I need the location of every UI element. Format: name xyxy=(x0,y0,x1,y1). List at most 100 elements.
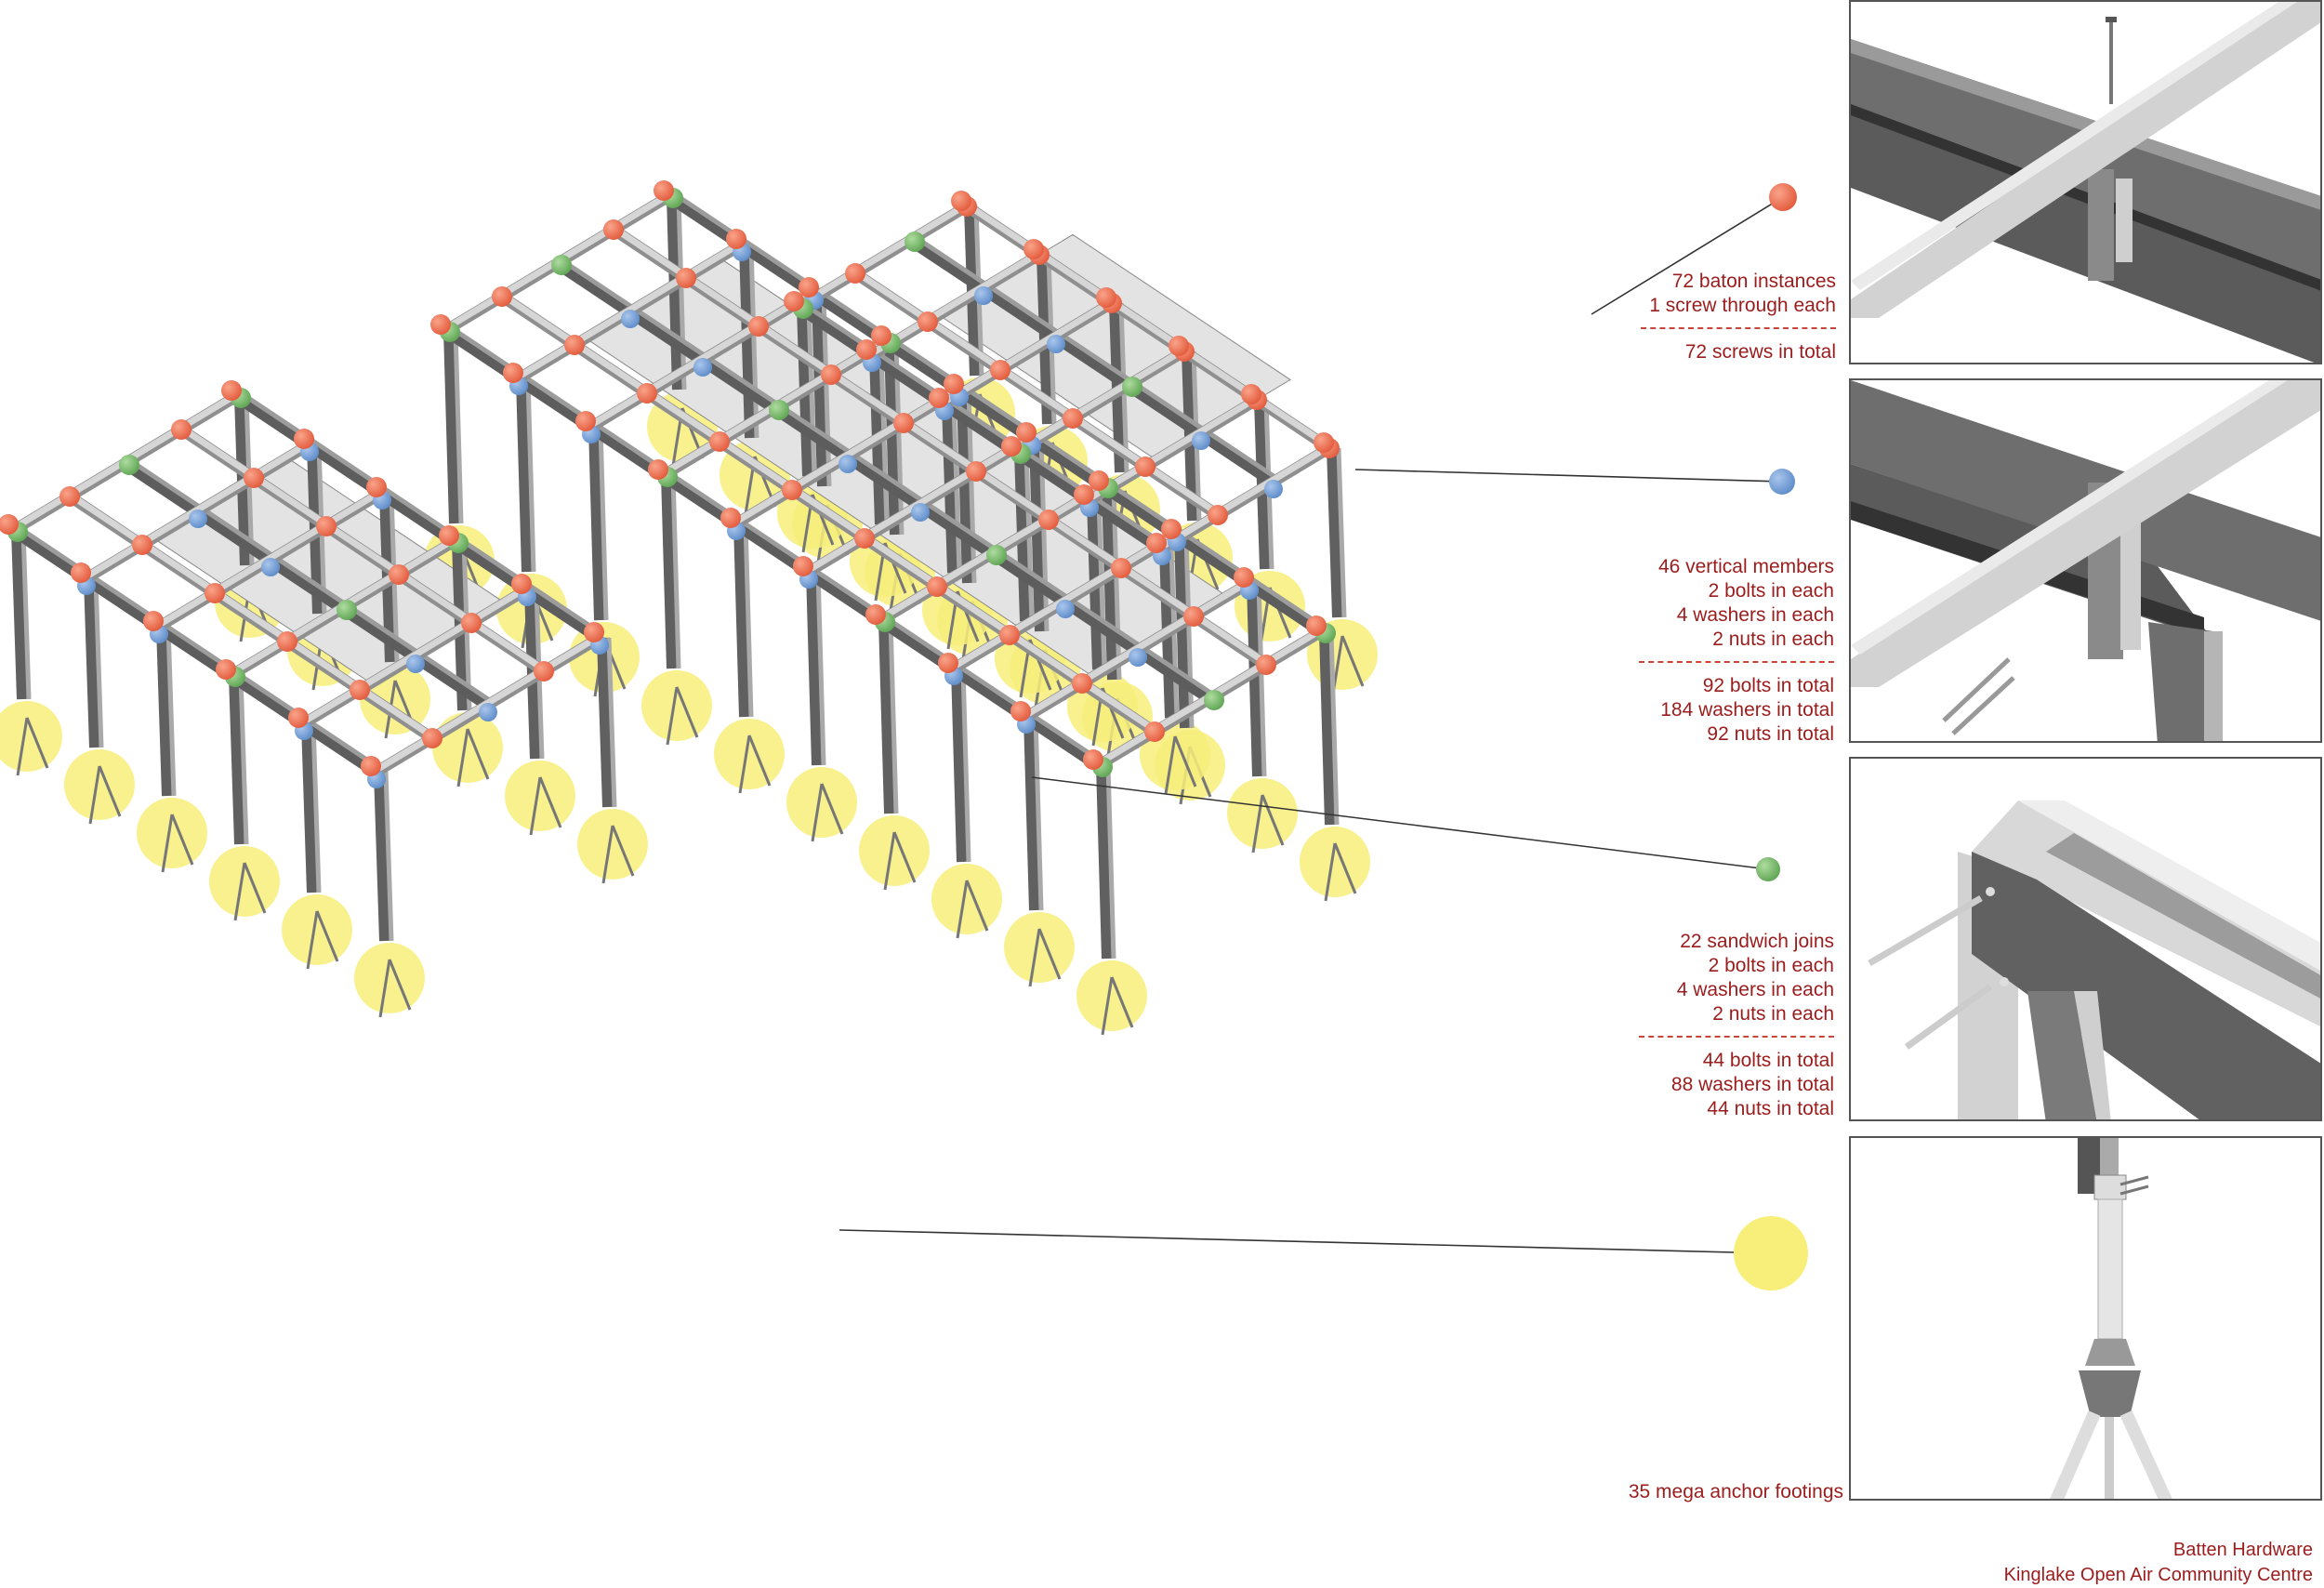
baton-marker xyxy=(534,661,554,682)
footing-marker xyxy=(354,943,425,1013)
post-edge xyxy=(598,426,609,621)
legend-baton: 72 baton instances 1 screw through each … xyxy=(1446,270,1836,364)
main-beam xyxy=(122,457,492,710)
legend-footing: 35 mega anchor footings xyxy=(1453,1480,1843,1504)
post xyxy=(878,619,897,814)
baton-marker xyxy=(439,525,459,546)
cross-batten-highlight xyxy=(798,201,969,309)
footing-marker xyxy=(137,798,207,868)
baton-marker xyxy=(944,374,964,394)
post-edge xyxy=(20,529,32,700)
footing-leg xyxy=(529,776,542,836)
baton-marker xyxy=(564,335,585,355)
footing-leg xyxy=(98,765,122,817)
footing-marker xyxy=(282,894,352,965)
legend-dot-vertical xyxy=(1769,469,1795,495)
sandwich-marker xyxy=(337,600,357,620)
baton-marker xyxy=(603,219,624,240)
baton-marker xyxy=(999,625,1020,645)
vertical-marker xyxy=(1264,480,1283,498)
baton-marker xyxy=(71,562,91,583)
post xyxy=(301,722,320,893)
vertical-marker xyxy=(1192,431,1210,450)
post xyxy=(1023,716,1042,911)
baton-marker xyxy=(205,583,225,603)
baton-marker xyxy=(294,429,314,449)
main-beam xyxy=(907,234,1277,487)
post-edge xyxy=(1336,447,1347,618)
legend-sandwich-total-2: 88 washers in total xyxy=(1670,1074,1834,1095)
baton-marker xyxy=(784,291,804,311)
detail-panel-anchor-footing xyxy=(1849,1136,2322,1501)
legend-sandwich-line-1: 22 sandwich joins xyxy=(1680,931,1834,952)
post-edge xyxy=(888,619,899,814)
main-beam-edge xyxy=(667,188,1324,629)
baton-marker xyxy=(938,653,958,673)
footing-marker xyxy=(1004,912,1075,983)
post-edge xyxy=(93,577,104,748)
footing-marker xyxy=(641,670,712,741)
cross-batten-highlight xyxy=(870,249,1041,357)
legend-baton-line-1: 72 baton instances xyxy=(1671,271,1836,292)
joint-markers-layer xyxy=(0,180,1340,788)
footer-title: Batten Hardware xyxy=(2172,1540,2313,1560)
post-edge xyxy=(1256,582,1267,777)
baton-marker xyxy=(389,564,409,585)
footing-leg xyxy=(1251,794,1264,854)
legend-baton-line-2: 1 screw through each xyxy=(1649,295,1836,316)
legend-sandwich: 22 sandwich joins 2 bolts in each 4 wash… xyxy=(1444,930,1834,1121)
vertical-marker xyxy=(261,558,280,576)
legend-baton-total-1: 72 screws in total xyxy=(1684,341,1836,363)
baton-marker xyxy=(171,419,191,440)
baton-marker xyxy=(1169,336,1189,356)
post xyxy=(661,474,680,669)
baton-marker xyxy=(143,611,164,631)
baton-marker xyxy=(1256,655,1276,675)
long-batten-highlight xyxy=(500,292,1156,733)
vertical-marker xyxy=(1056,600,1075,618)
baton-marker xyxy=(1111,558,1131,578)
separator xyxy=(1639,1036,1834,1038)
detail-panel-vertical-bolts xyxy=(1849,378,2322,743)
post-edge xyxy=(1105,764,1116,959)
post xyxy=(229,674,247,845)
footing-leg xyxy=(811,783,824,842)
post-edge xyxy=(383,771,394,942)
baton-marker xyxy=(782,480,802,500)
baton-marker xyxy=(59,486,80,507)
footing-leg xyxy=(965,880,989,932)
baton-marker xyxy=(1063,408,1083,429)
baton-marker xyxy=(132,535,152,555)
footing-marker xyxy=(931,864,1002,934)
baton-marker xyxy=(927,576,947,597)
footing-marker xyxy=(0,701,62,772)
post xyxy=(443,329,462,524)
sandwich-join-illustration xyxy=(1868,801,2320,1119)
baton-marker xyxy=(461,613,482,633)
legend-vertical-total-3: 92 nuts in total xyxy=(1707,723,1834,745)
baton-marker xyxy=(1234,567,1254,588)
detail-panel-baton-screw xyxy=(1849,0,2322,364)
main-beam-edge xyxy=(124,455,490,702)
footing-leg xyxy=(1261,794,1285,846)
sandwich-marker xyxy=(986,545,1007,565)
footing-leg xyxy=(1164,735,1177,795)
post-edge xyxy=(960,668,971,863)
baton-marker xyxy=(871,325,891,346)
post-edge xyxy=(165,626,177,797)
legend-dot-footing xyxy=(1734,1216,1808,1290)
main-beam-edge xyxy=(444,322,1101,762)
baton-marker xyxy=(709,431,730,452)
post xyxy=(806,571,825,766)
baton-marker xyxy=(244,468,264,488)
footing-leg xyxy=(1333,842,1357,894)
footing-marker xyxy=(64,749,135,820)
baton-marker xyxy=(316,516,337,536)
post xyxy=(84,577,102,748)
baton-marker xyxy=(288,708,309,728)
main-beam-edge xyxy=(12,522,378,769)
footing-leg xyxy=(1037,928,1062,980)
sandwich-marker xyxy=(119,455,139,475)
baton-marker xyxy=(1161,519,1182,539)
